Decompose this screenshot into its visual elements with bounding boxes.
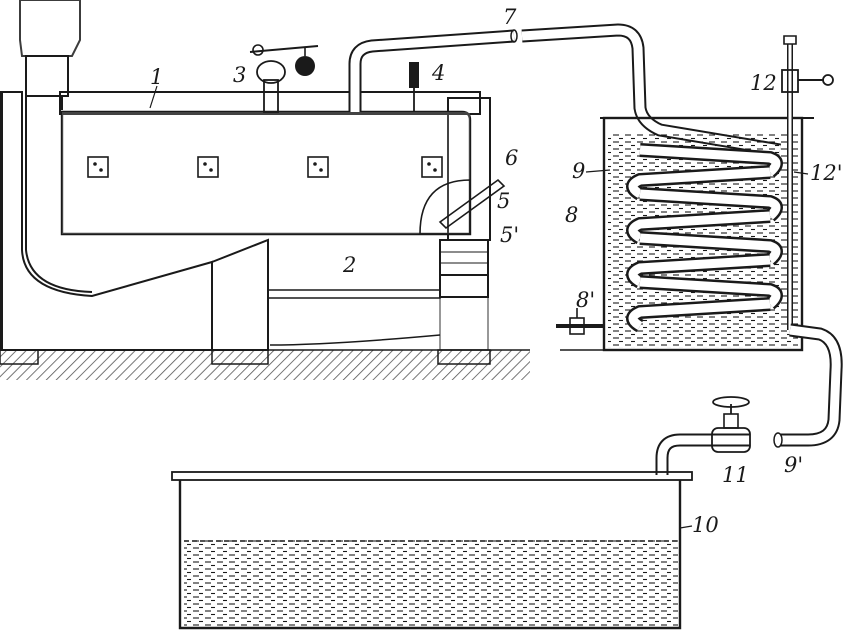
ground bbox=[0, 350, 530, 380]
label-10: 10 bbox=[692, 513, 719, 537]
label-12: 12 bbox=[750, 71, 777, 95]
label-9-prime: 9' bbox=[784, 453, 803, 477]
collecting-basin bbox=[172, 472, 692, 628]
label-11: 11 bbox=[722, 463, 749, 487]
label-3: 3 bbox=[233, 63, 246, 87]
label-8-prime: 8' bbox=[576, 288, 595, 312]
label-8: 8 bbox=[565, 203, 578, 227]
label-2: 2 bbox=[342, 253, 356, 277]
boiler bbox=[62, 112, 504, 234]
label-9: 9 bbox=[572, 159, 585, 183]
water-gauge bbox=[409, 62, 419, 112]
label-1: 1 bbox=[150, 65, 163, 89]
label-5-prime: 5' bbox=[500, 223, 519, 247]
safety-valve bbox=[250, 45, 318, 112]
label-5: 5 bbox=[497, 189, 510, 213]
label-12-prime: 12' bbox=[810, 161, 843, 185]
label-6: 6 bbox=[505, 146, 518, 170]
label-7: 7 bbox=[503, 5, 517, 29]
label-4: 4 bbox=[431, 61, 445, 85]
